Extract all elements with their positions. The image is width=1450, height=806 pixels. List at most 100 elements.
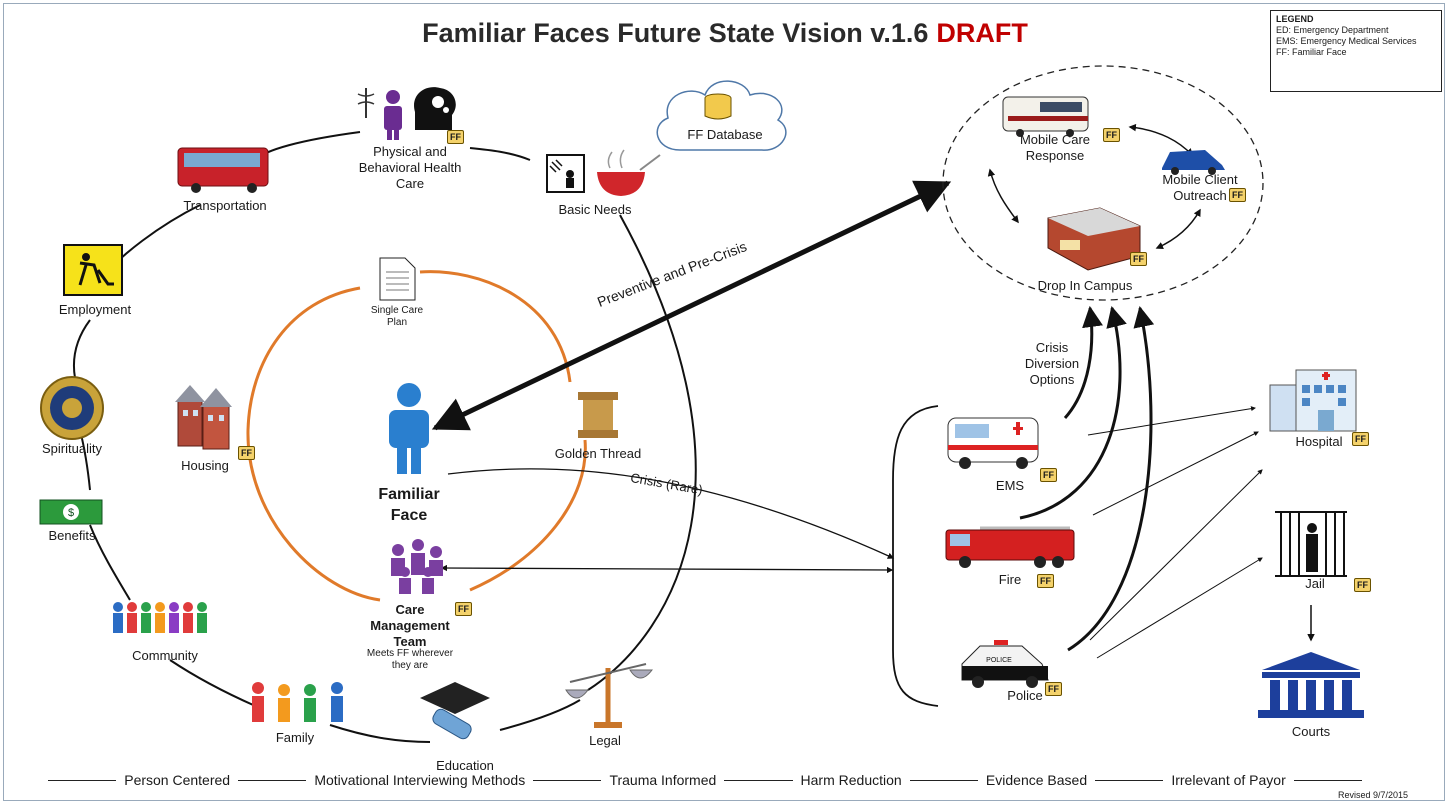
- ff-badge-mobile-care: FF: [1103, 128, 1120, 142]
- familiar-face-person-icon: [389, 383, 429, 474]
- spirituality-medallion-icon: [40, 376, 104, 440]
- legend-heading: LEGEND: [1276, 14, 1314, 24]
- fire-truck-icon: [945, 526, 1075, 568]
- police-diversion-arrow: [1067, 305, 1155, 652]
- hospital-label: Hospital: [1295, 434, 1343, 449]
- family-icon: [252, 682, 343, 722]
- legend-item-ed: ED: Emergency Department: [1276, 25, 1389, 35]
- fire-label: Fire: [998, 572, 1022, 587]
- construction-sign-icon: [63, 244, 123, 296]
- education-label: Education: [436, 758, 494, 773]
- caduceus-icon: [357, 88, 375, 118]
- basic-needs-label: Basic Needs: [558, 202, 632, 217]
- preventive-arrow: [431, 180, 952, 431]
- family-label: Family: [275, 730, 315, 745]
- rv-icon: [1002, 96, 1089, 137]
- spirituality-label: Spirituality: [42, 441, 102, 456]
- person-purple-icon: [384, 90, 402, 140]
- revised-date: Revised 9/7/2015: [1338, 790, 1409, 800]
- diagram-frame: [3, 3, 1445, 801]
- legend-box: LEGEND ED: Emergency Department EMS: Eme…: [1270, 10, 1442, 92]
- mobile-care-outreach-arrow: [1128, 123, 1194, 157]
- golden-thread-label: Golden Thread: [554, 446, 642, 461]
- brain-gears-icon: [414, 87, 456, 130]
- principles-footer: Person Centered Motivational Interviewin…: [40, 772, 1370, 788]
- ambulance-icon: [947, 417, 1039, 469]
- police-jail-arrow: [1096, 557, 1263, 659]
- courts-label: Courts: [1291, 724, 1331, 739]
- care-team-arrow: [440, 564, 894, 574]
- ems-diversion-arrow: [1063, 305, 1103, 419]
- thread-spool-icon: [578, 392, 618, 438]
- footer-divider: [724, 779, 793, 781]
- outer-ring: [72, 131, 697, 743]
- police-car-icon: POLICE: [961, 640, 1049, 688]
- mobile-care-dropin-arrow: [987, 168, 1019, 224]
- principle-person-centered: Person Centered: [124, 772, 231, 788]
- bus-icon: [177, 147, 269, 193]
- jail-label: Jail: [1305, 576, 1325, 591]
- footer-divider: [909, 779, 978, 781]
- principle-trauma-informed: Trauma Informed: [609, 772, 717, 788]
- crisis-diversion-label: Crisis Diversion Options: [1024, 340, 1080, 387]
- soup-bowl-icon: [597, 149, 661, 196]
- community-label: Community: [132, 648, 198, 663]
- svg-text:$: $: [68, 507, 74, 519]
- title-main: Familiar Faces Future State Vision v.1.6: [422, 18, 929, 48]
- money-icon: $: [39, 499, 103, 525]
- benefits-label: Benefits: [48, 528, 96, 543]
- houses-icon: [175, 385, 232, 450]
- legend-item-ems: EMS: Emergency Medical Services: [1276, 36, 1417, 46]
- graduation-cap-icon: [420, 682, 490, 740]
- jail-icon: [1275, 510, 1347, 578]
- building-icon: [1047, 207, 1141, 271]
- page-title: Familiar Faces Future State Vision v.1.6…: [0, 18, 1450, 49]
- care-team-sublabel: Meets FF wherever they are: [366, 648, 454, 671]
- crisis-diversion-ellipse: [942, 65, 1264, 301]
- transportation-label: Transportation: [183, 198, 267, 213]
- employment-label: Employment: [58, 302, 132, 317]
- draft-label: DRAFT: [936, 18, 1028, 48]
- police-car-text: POLICE: [986, 657, 1012, 664]
- ff-badge-care-team: FF: [455, 602, 472, 616]
- ff-badge-housing: FF: [238, 446, 255, 460]
- cloud-database-icon: [656, 80, 787, 151]
- ff-badge-jail: FF: [1354, 578, 1371, 592]
- team-people-icon: [391, 539, 443, 594]
- legend-item-ff: FF: Familiar Face: [1276, 47, 1347, 57]
- fire-hospital-arrow: [1092, 431, 1259, 516]
- footer-divider: [48, 779, 117, 781]
- ff-database-label: FF Database: [687, 127, 763, 142]
- community-people-icon: [113, 602, 207, 633]
- principle-motivational-interviewing: Motivational Interviewing Methods: [314, 772, 526, 788]
- ff-badge-drop-in: FF: [1130, 252, 1147, 266]
- fire-diversion-arrow: [1019, 305, 1127, 520]
- footer-divider: [1095, 779, 1164, 781]
- ems-hospital-arrow: [1087, 406, 1256, 436]
- principle-harm-reduction: Harm Reduction: [800, 772, 902, 788]
- ff-badge-hospital: FF: [1352, 432, 1369, 446]
- ff-badge-physical: FF: [447, 130, 464, 144]
- mobile-care-label: Mobile Care Response: [1019, 132, 1091, 163]
- police-hospital-arrow: [1089, 469, 1263, 641]
- footer-divider: [1293, 779, 1362, 781]
- scales-of-justice-icon: [565, 663, 654, 728]
- police-label: Police: [1007, 688, 1043, 703]
- blue-car-icon: [1162, 150, 1225, 175]
- single-care-plan-label: Single Care Plan: [370, 305, 424, 328]
- ems-label: EMS: [995, 478, 1025, 493]
- first-responder-bracket: [892, 405, 939, 707]
- footer-divider: [533, 779, 602, 781]
- outreach-dropin-arrow: [1155, 208, 1201, 249]
- mobile-outreach-label: Mobile Client Outreach: [1162, 172, 1238, 203]
- hospital-icon: [1269, 369, 1357, 432]
- drop-in-label: Drop In Campus: [1037, 278, 1133, 293]
- ff-badge-ems: FF: [1040, 468, 1057, 482]
- courthouse-icon: [1258, 652, 1364, 718]
- footer-divider: [238, 779, 307, 781]
- principle-irrelevant-of-payor: Irrelevant of Payor: [1171, 772, 1286, 788]
- ff-badge-outreach: FF: [1229, 188, 1246, 202]
- crisis-arrow: [447, 468, 895, 559]
- familiar-face-label: Familiar Face: [378, 486, 440, 524]
